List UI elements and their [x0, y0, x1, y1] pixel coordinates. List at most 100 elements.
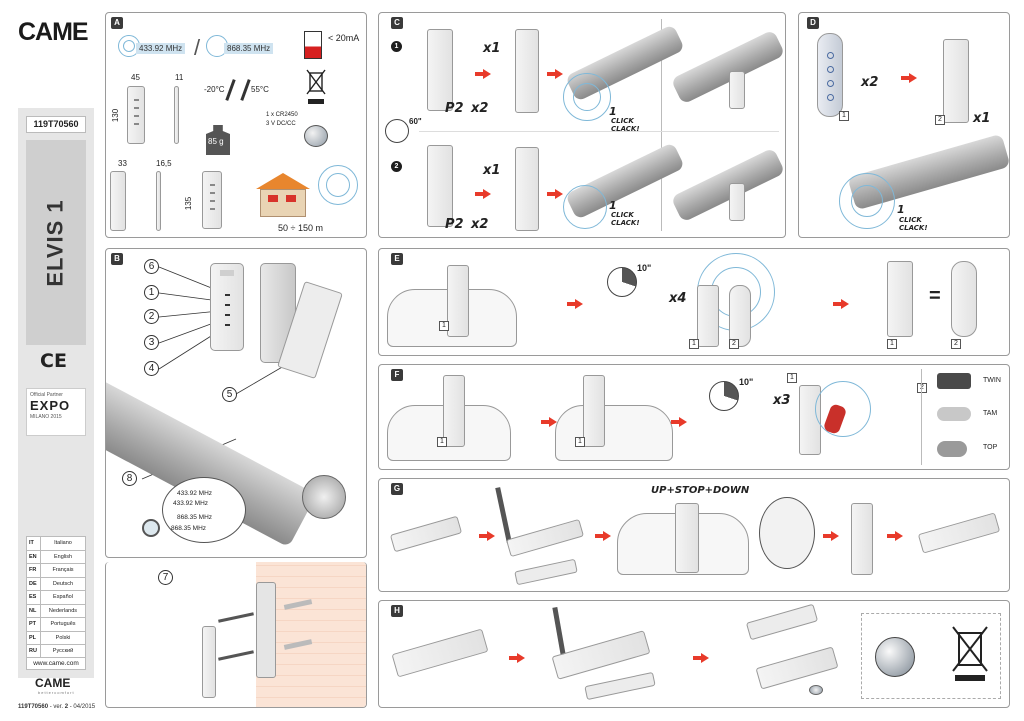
device-1-marker: 1	[839, 111, 849, 121]
x1-label: x1	[483, 163, 501, 178]
language-code: ES	[26, 590, 41, 605]
device-1-marker: 1	[689, 339, 699, 349]
temp-min: -20°C	[204, 85, 225, 94]
remote-front	[210, 263, 244, 351]
callout-8: 8	[122, 471, 137, 486]
language-name: English	[40, 549, 86, 564]
label-freq-4: 868.35 MHz	[171, 525, 207, 532]
device-2-marker: 2	[729, 339, 739, 349]
language-code: FR	[26, 563, 41, 578]
language-code: DE	[26, 576, 41, 591]
panel-c-letter: C	[391, 17, 403, 29]
x3-label: x3	[773, 393, 791, 408]
remote-tam-icon	[937, 407, 971, 421]
timer-10: 10"	[637, 263, 652, 273]
language-code: NL	[26, 603, 41, 618]
disposal-box	[861, 613, 1001, 699]
footer-date: 04/2015	[73, 704, 96, 710]
remote-elvis	[851, 503, 873, 575]
brand-logo: CAME	[18, 18, 89, 46]
red-arrow-icon	[479, 531, 495, 541]
panel-e: E 1 10" x4 1 2 1 = 2	[378, 248, 1010, 356]
wall-holder-drawing	[110, 171, 126, 231]
x1-label: x1	[483, 41, 501, 56]
remote-tam	[817, 33, 843, 117]
clack-text: CLACK!	[611, 219, 640, 227]
remote-lying	[389, 515, 463, 553]
up-stop-down-caption: UP+STOP+DOWN	[651, 485, 750, 496]
red-arrow-icon	[547, 189, 563, 199]
language-name: Português	[40, 617, 86, 632]
brand-logo-small: CAME	[35, 676, 71, 690]
motor-tube	[670, 29, 785, 105]
footer-code: 119T70560	[18, 704, 49, 710]
red-arrow-icon	[475, 189, 491, 199]
signal-ring-icon	[123, 40, 135, 52]
label-freq-3: 868.35 MHz	[177, 514, 213, 521]
remote-elvis	[675, 503, 699, 573]
screw-icon	[218, 650, 254, 661]
timer-60: 60"	[409, 117, 422, 126]
panel-f-letter: F	[391, 369, 403, 381]
weight-value: 85 g	[208, 137, 224, 146]
x2-label: x2	[471, 217, 489, 232]
callout-6: 6	[144, 259, 159, 274]
language-code: PT	[26, 617, 41, 632]
clack-text: CLACK!	[899, 224, 928, 232]
expo-label: Official Partner	[30, 392, 63, 398]
signal-ring-icon	[839, 173, 895, 229]
red-arrow-icon	[541, 417, 557, 427]
clack-text: CLACK!	[611, 125, 640, 133]
device-2-marker: 2	[951, 339, 961, 349]
click-text: CLICK	[611, 117, 634, 125]
website-link[interactable]: www.came.com	[26, 657, 86, 670]
remote-hand	[729, 183, 745, 221]
remote-open	[551, 630, 651, 680]
wall-holder	[202, 626, 216, 698]
remote-closing	[917, 512, 1001, 554]
sidebar: CAME 119T70560 ELVIS 1 CE Official Partn…	[0, 0, 105, 721]
panel-d-letter: D	[807, 17, 819, 29]
red-arrow-icon	[567, 299, 583, 309]
temp-max: 55°C	[251, 85, 269, 94]
step-2-marker: 2	[391, 161, 402, 172]
brand-tagline: bettercomfort	[38, 690, 75, 695]
remote-elvis	[943, 39, 969, 123]
callout-7: 7	[158, 570, 173, 585]
panel-b-letter: B	[111, 253, 123, 265]
p2-label: P2	[445, 217, 464, 232]
device-1-marker: 1	[787, 373, 797, 383]
range-value: 50 ÷ 150 m	[278, 223, 323, 233]
panel-h-letter: H	[391, 605, 403, 617]
product-name: ELVIS 1	[43, 198, 69, 287]
click-text: CLICK	[611, 211, 634, 219]
product-name-wrap: ELVIS 1	[26, 140, 86, 345]
click-number: 1	[609, 105, 617, 118]
remote-back-p2	[427, 29, 453, 111]
remote-elvis	[583, 375, 605, 447]
remote-twin-icon	[937, 373, 971, 389]
red-arrow-icon	[671, 417, 687, 427]
language-name: Polski	[40, 630, 86, 645]
red-arrow-icon	[509, 653, 525, 663]
callout-4: 4	[144, 361, 159, 376]
dim-height: 130	[111, 108, 121, 123]
magnified-detail	[759, 497, 815, 569]
x2-label: x2	[471, 101, 489, 116]
device-1-marker: 1	[887, 339, 897, 349]
panel-f: F 1 1 10" 1 x3 2 TWIN TAM TOP	[378, 364, 1010, 470]
wall-holder-side-drawing	[156, 171, 161, 231]
callout-3: 3	[144, 335, 159, 350]
signal-ring-icon	[326, 173, 350, 197]
x4-label: x4	[669, 291, 687, 306]
